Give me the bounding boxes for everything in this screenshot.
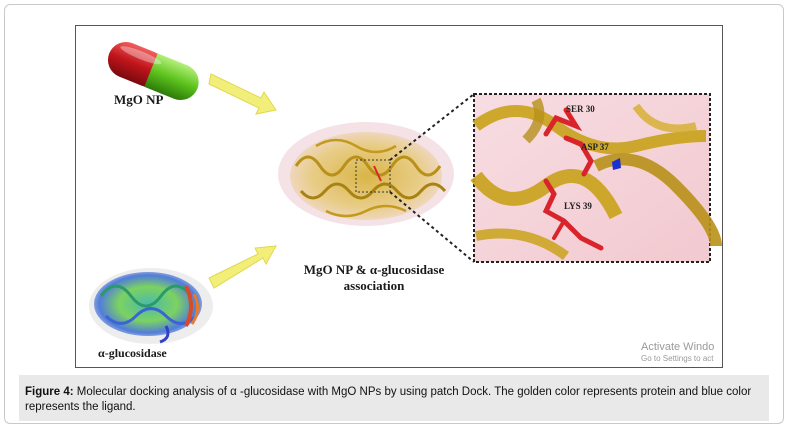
residue-label: ASP 37: [581, 142, 609, 152]
activate-windows-watermark: Activate Windo Go to Settings to act: [641, 341, 714, 363]
arrow-icon: [208, 73, 277, 115]
zoom-panel: [470, 93, 722, 263]
figure-container: MgO NP MgO NP & α-glucosidase associatio…: [4, 4, 784, 424]
residue-label: SER 30: [566, 104, 595, 114]
association-label: MgO NP & α-glucosidase association: [284, 262, 464, 294]
mgo-np-label: MgO NP: [114, 92, 164, 107]
capsule-icon: [107, 41, 199, 101]
alpha-glucosidase-protein-icon: [89, 268, 213, 344]
watermark-line1: Activate Windo: [641, 341, 715, 353]
ligand-icon: [612, 158, 621, 170]
arrow-icon: [208, 245, 277, 289]
figure-illustration: [89, 41, 722, 344]
alpha-glucosidase-label: α-glucosidase: [98, 346, 167, 360]
figure-caption: Figure 4: Molecular docking analysis of …: [19, 375, 769, 421]
caption-text: Molecular docking analysis of α -glucosi…: [25, 386, 752, 413]
association-label-line2: association: [343, 278, 405, 293]
watermark-line2: Go to Settings to act: [641, 354, 714, 363]
zoom-line: [389, 191, 475, 263]
residue-label: LYS 39: [564, 201, 592, 211]
caption-label: Figure 4:: [25, 386, 74, 398]
complex-protein-icon: [278, 122, 454, 226]
association-label-line1: MgO NP & α-glucosidase: [303, 262, 445, 277]
figure-image: MgO NP MgO NP & α-glucosidase associatio…: [75, 25, 723, 368]
